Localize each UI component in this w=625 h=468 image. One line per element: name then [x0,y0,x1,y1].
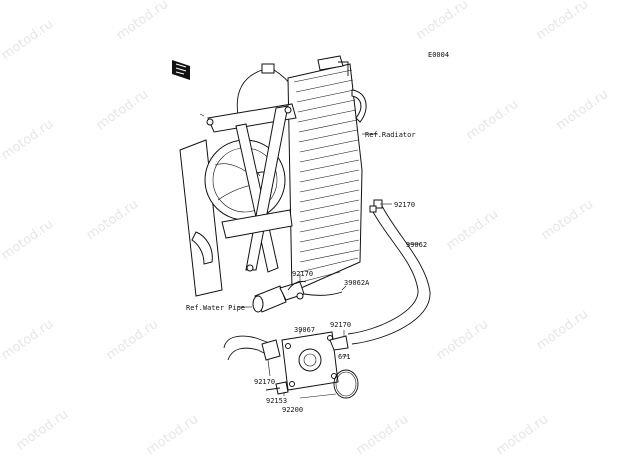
watermark-text: motod.ru [104,317,161,363]
watermark-text: motod.ru [354,412,411,458]
watermark-text: motod.ru [444,207,501,253]
label-92200: 92200 [282,406,303,414]
water-pipe-fitting [252,280,343,313]
oil-cooler [281,331,349,391]
watermark-text: motod.ru [534,0,591,43]
label-92170: 92170 [394,201,415,209]
label-92170: 92170 [330,321,351,329]
fan-assembly [199,103,297,273]
leader-lines [238,133,420,399]
watermark-text: motod.ru [434,317,491,363]
watermark-text: motod.ru [534,307,591,353]
watermark-text: motod.ru [494,412,551,458]
watermark-text: motod.ru [0,17,56,63]
watermark-text: motod.ru [539,197,596,243]
oil-cooler-hose [223,335,281,361]
radiator-core [287,55,367,293]
watermark-text: motod.ru [0,317,56,363]
front-arrow-icon [172,60,190,80]
label-ref-water-pipe: Ref.Water Pipe [186,304,245,312]
watermark-text: motod.ru [144,412,201,458]
watermark-text: motod.ru [84,197,141,243]
watermark-text: motod.ru [114,0,171,43]
watermark-text: motod.ru [554,87,611,133]
label-39062a: 39062A [344,279,370,287]
part-labels: Ref.Radiator 92170 39062 92170 39062A Re… [186,131,427,414]
o-ring [333,369,359,399]
watermark-text: motod.ru [414,0,471,43]
watermark-text: motod.ru [0,217,56,263]
label-ref-radiator: Ref.Radiator [365,131,416,139]
radiator-lower-hose [347,205,431,345]
label-671: 671 [338,353,351,361]
watermark-text: motod.ru [94,87,151,133]
watermark-text: motod.ru [0,117,56,163]
watermark-text: motod.ru [14,407,71,453]
label-39062: 39062 [406,241,427,249]
hose-clamp [369,199,383,213]
label-92153: 92153 [266,397,287,405]
label-39067: 39067 [294,326,315,334]
radiator-side-tank [179,139,223,297]
diagram-code: E0004 [428,51,449,59]
bolt [265,381,289,395]
label-92170: 92170 [254,378,275,386]
watermark-text: motod.ru [464,97,521,143]
label-92170: 92170 [292,270,313,278]
o-ring-inner [335,371,357,397]
